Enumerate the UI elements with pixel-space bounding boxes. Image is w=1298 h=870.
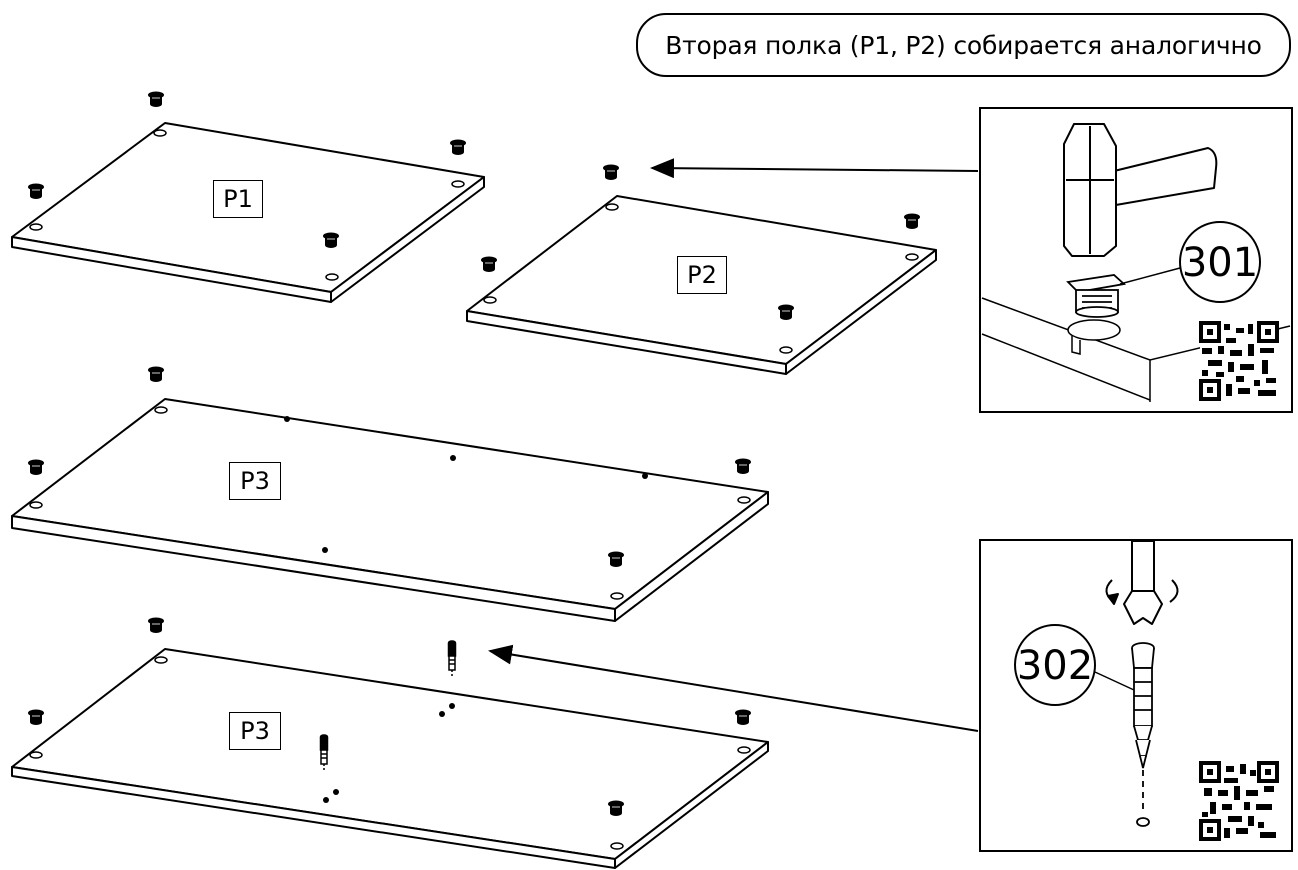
hammer-icon — [1063, 123, 1218, 257]
panel-p3-bottom — [11, 648, 769, 869]
p3-top-holes — [29, 406, 751, 600]
dowel-pins — [319, 640, 457, 771]
arrow-to-dowel — [488, 644, 979, 732]
qr-code-icon — [1199, 321, 1279, 401]
p3-bottom-holes — [29, 656, 751, 850]
panel-p3-top — [11, 398, 769, 622]
panel-label-p1: P1 — [213, 180, 263, 218]
panel-label-p3-top: P3 — [229, 462, 281, 500]
dowel-icon — [1131, 642, 1155, 827]
screwdriver-icon — [1105, 540, 1179, 625]
cam-lock-icon — [1066, 274, 1126, 318]
callout-302: 302 — [1017, 643, 1093, 689]
panel-label-p3-bottom: P3 — [229, 712, 281, 750]
panel-label-p2: P2 — [677, 256, 727, 294]
detail-box-cam: 301 — [979, 107, 1293, 413]
callout-301: 301 — [1182, 240, 1258, 286]
detail-box-dowel: 302 — [979, 539, 1293, 852]
qr-code-icon — [1199, 761, 1279, 841]
arrow-to-p2-cam — [650, 158, 979, 179]
assembly-note: Вторая полка (P1, P2) собирается аналоги… — [636, 13, 1291, 77]
